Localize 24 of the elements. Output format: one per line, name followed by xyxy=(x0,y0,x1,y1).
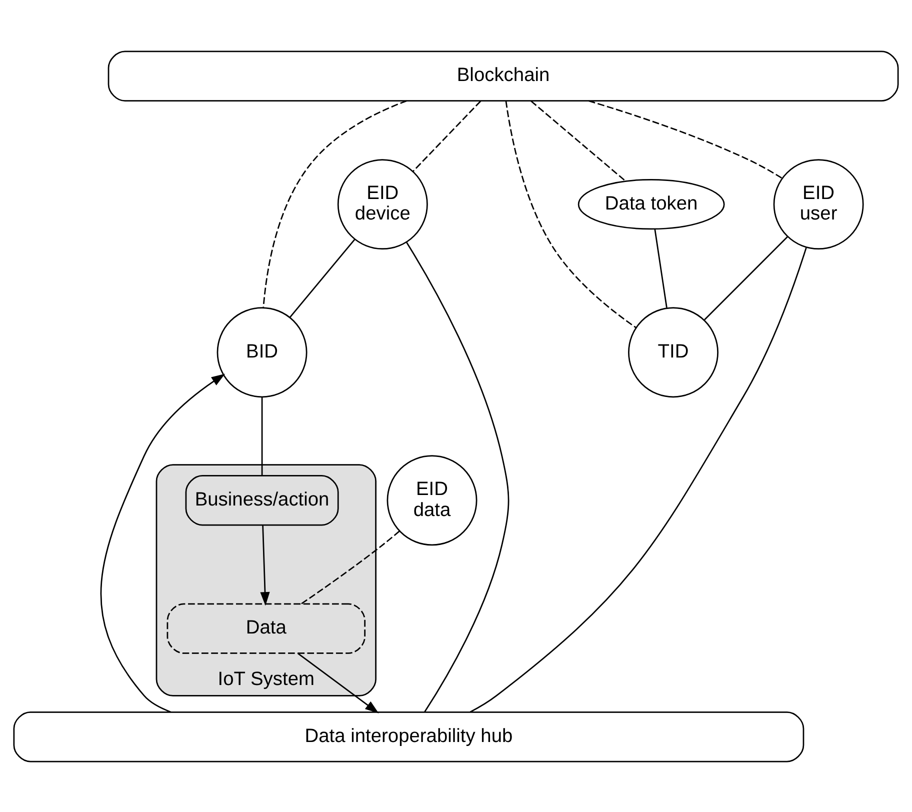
node-circle: BID xyxy=(216,306,308,398)
arrow xyxy=(260,524,270,606)
connector xyxy=(470,246,807,712)
connector xyxy=(301,530,400,604)
node-circle: EID user xyxy=(773,158,864,250)
node-box: Business/action xyxy=(185,474,339,526)
connector xyxy=(588,100,782,178)
node-box: Data interoperability hub xyxy=(13,710,804,762)
node-circle: EID data xyxy=(386,454,478,546)
connector xyxy=(261,396,263,476)
node-box: Blockchain xyxy=(108,50,899,102)
connector xyxy=(530,100,626,182)
connector xyxy=(412,100,482,172)
connector xyxy=(505,100,636,328)
node-circle: EID device xyxy=(337,158,428,250)
connector xyxy=(406,241,510,712)
connector xyxy=(289,238,356,318)
connector xyxy=(654,228,668,308)
node-box: Data xyxy=(166,602,366,654)
connector xyxy=(262,100,407,308)
connector xyxy=(704,236,788,320)
node-ellipse: Data token xyxy=(578,178,725,230)
node-circle: TID xyxy=(628,306,718,398)
arrow xyxy=(297,652,379,713)
